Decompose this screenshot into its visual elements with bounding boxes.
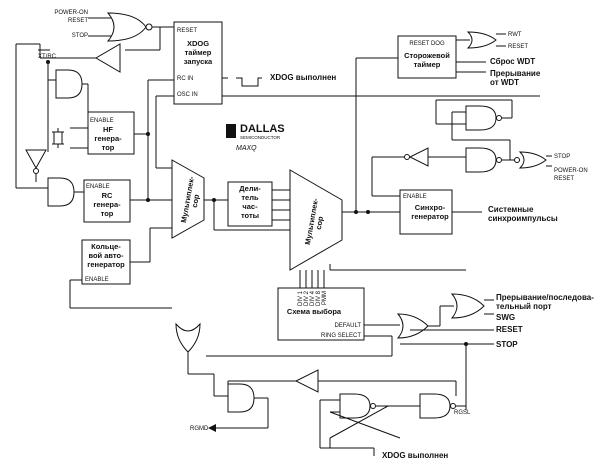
or-gate-rwt xyxy=(466,31,497,49)
xdog-reset-label: RESET xyxy=(177,28,197,34)
input-stop-right: STOP xyxy=(554,154,570,160)
selection-title: Схема выбора xyxy=(287,307,342,316)
ring-title: Кольце-вой авто-генератор xyxy=(87,242,125,269)
and-gate-hf xyxy=(55,69,83,99)
rc-generator-block xyxy=(83,179,131,223)
crystal-icon xyxy=(53,131,63,145)
output-rgmd: RGMD xyxy=(190,426,209,432)
pin-div4: DIV 4 xyxy=(310,290,316,306)
output-xdog-done-bottom: XDOG выполнен xyxy=(382,451,448,460)
inverter-bubble xyxy=(145,23,153,31)
output-rgsl: RGSL xyxy=(454,410,471,416)
ring-generator-block xyxy=(81,239,131,285)
sync-title: Синхро-генератор xyxy=(411,203,449,221)
selection-default: DEFAULT xyxy=(334,323,361,329)
and-gate-bottom xyxy=(227,383,255,413)
pin-div1: DIV 1 xyxy=(298,290,304,306)
inverter-right xyxy=(408,147,429,167)
nand-gate-bottom-2 xyxy=(419,393,451,419)
logo-brand: DALLAS xyxy=(240,123,285,135)
watchdog-timer-block xyxy=(397,35,457,79)
and-gate-rc xyxy=(47,177,75,207)
output-reset-right: RESET xyxy=(496,325,523,334)
pin-div8: DIV 8 xyxy=(316,290,322,306)
inverter-left xyxy=(25,149,47,170)
logo-part: MAXQ xyxy=(236,145,257,152)
rc-enable-label: ENABLE xyxy=(86,184,110,190)
output-wdt-reset: Сброс WDT xyxy=(490,57,535,66)
xdog-timer-block xyxy=(173,21,223,105)
buffer-to-hf xyxy=(95,43,121,73)
xdog-done-label: XDOG выполнен xyxy=(270,73,336,82)
or-gate-bottom-left xyxy=(175,322,201,353)
dallas-logo-mark xyxy=(226,124,236,138)
xdog-osc-in-label: OSC IN xyxy=(177,92,198,98)
nand-gate-2 xyxy=(465,147,497,173)
or-gate-default xyxy=(396,313,429,339)
output-swg: SWG xyxy=(496,313,515,322)
or-gate-serial xyxy=(450,293,485,319)
pin-pmm: PMM xyxy=(322,291,328,305)
frequency-divider-block xyxy=(227,181,273,227)
selection-circuit-block xyxy=(277,287,365,341)
input-xt-rc: XT/RC xyxy=(38,54,57,60)
selection-ring-select: RING SELECT xyxy=(321,333,361,339)
xdog-rc-in-label: RC IN xyxy=(177,76,193,82)
nand-gate-bottom-1 xyxy=(339,393,371,419)
pin-div2: DIV 2 xyxy=(304,290,310,306)
ring-enable-label: ENABLE xyxy=(85,277,109,283)
sync-generator-block xyxy=(399,189,453,235)
logo-sub: SEMICONDUCTOR xyxy=(240,135,281,140)
or-gate-stop xyxy=(518,151,547,169)
buffer-bottom xyxy=(294,369,319,393)
output-stop-right: STOP xyxy=(496,340,518,349)
output-serial-interrupt: Прерывание/последова-тельный порт xyxy=(496,293,594,311)
or-gate-input xyxy=(106,12,147,42)
rgmd-arrow xyxy=(208,424,216,432)
multiplexer-2 xyxy=(289,169,343,271)
output-reset: RESET xyxy=(508,44,528,50)
output-rwt: RWT xyxy=(508,32,522,38)
nand-gate-1 xyxy=(465,105,497,131)
sync-enable-label: ENABLE xyxy=(403,194,427,200)
multiplexer-1 xyxy=(171,159,205,239)
watchdog-reset-dog: RESET DOG xyxy=(409,41,445,47)
hf-enable-label: ENABLE xyxy=(90,118,114,124)
input-stop: STOP xyxy=(72,33,88,39)
hf-generator-block xyxy=(87,111,135,155)
xdog-done-pulse xyxy=(236,77,262,87)
